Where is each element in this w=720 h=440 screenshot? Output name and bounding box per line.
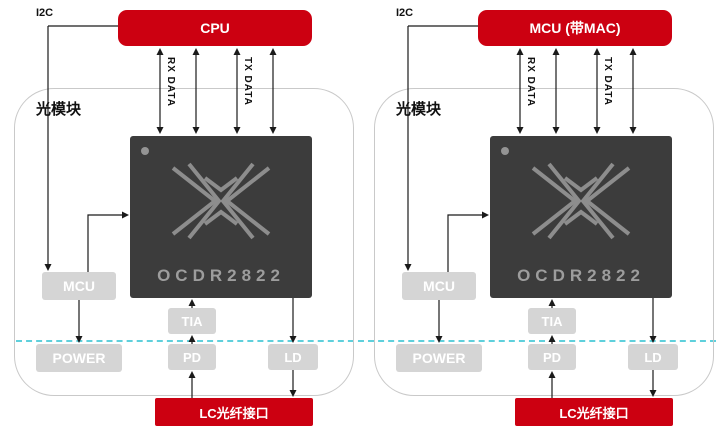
chip-pin1-dot	[501, 147, 509, 155]
host-label: MCU (带MAC)	[529, 20, 621, 36]
pd-box: PD	[168, 344, 216, 370]
chip-label: OCDR2822	[517, 266, 645, 285]
chip-logo-icon	[531, 162, 631, 240]
chip-label: OCDR2822	[157, 266, 285, 285]
host-box: MCU (带MAC)	[478, 10, 672, 46]
power-box: POWER	[396, 344, 482, 372]
chip: OCDR2822	[130, 136, 312, 298]
ld-box: LD	[268, 344, 318, 370]
chip-pin1-dot	[141, 147, 149, 155]
chip: OCDR2822	[490, 136, 672, 298]
tia-box: TIA	[168, 308, 216, 334]
fiber-connector-box: LC光纤接口	[515, 398, 673, 426]
module-label: 光模块	[396, 101, 442, 118]
tx-data-label: TX DATA	[242, 57, 253, 106]
diagram-panel-right: I2C MCU (带MAC) 光模块 RX DATA TX DATA OCDR2…	[360, 0, 720, 440]
module-container	[374, 88, 714, 396]
tx-data-label: TX DATA	[602, 57, 613, 106]
chip-logo-icon	[171, 162, 271, 240]
fiber-connector-box: LC光纤接口	[155, 398, 313, 426]
diagram-panel-left: I2C CPU 光模块 RX DATA TX DATA OCDR2822 MCU	[14, 7, 354, 426]
power-box: POWER	[36, 344, 122, 372]
ld-box: LD	[628, 344, 678, 370]
host-label: CPU	[200, 20, 230, 36]
host-box: CPU	[118, 10, 312, 46]
tia-box: TIA	[528, 308, 576, 334]
rx-data-label: RX DATA	[525, 57, 536, 107]
rx-data-label: RX DATA	[165, 57, 176, 107]
module-label: 光模块	[36, 101, 82, 118]
i2c-label: I2C	[396, 7, 414, 19]
power-boundary-dashed-line	[16, 340, 716, 342]
mcu-box: MCU	[42, 272, 116, 300]
i2c-label: I2C	[36, 7, 54, 19]
mcu-box: MCU	[402, 272, 476, 300]
pd-box: PD	[528, 344, 576, 370]
module-container	[14, 88, 354, 396]
